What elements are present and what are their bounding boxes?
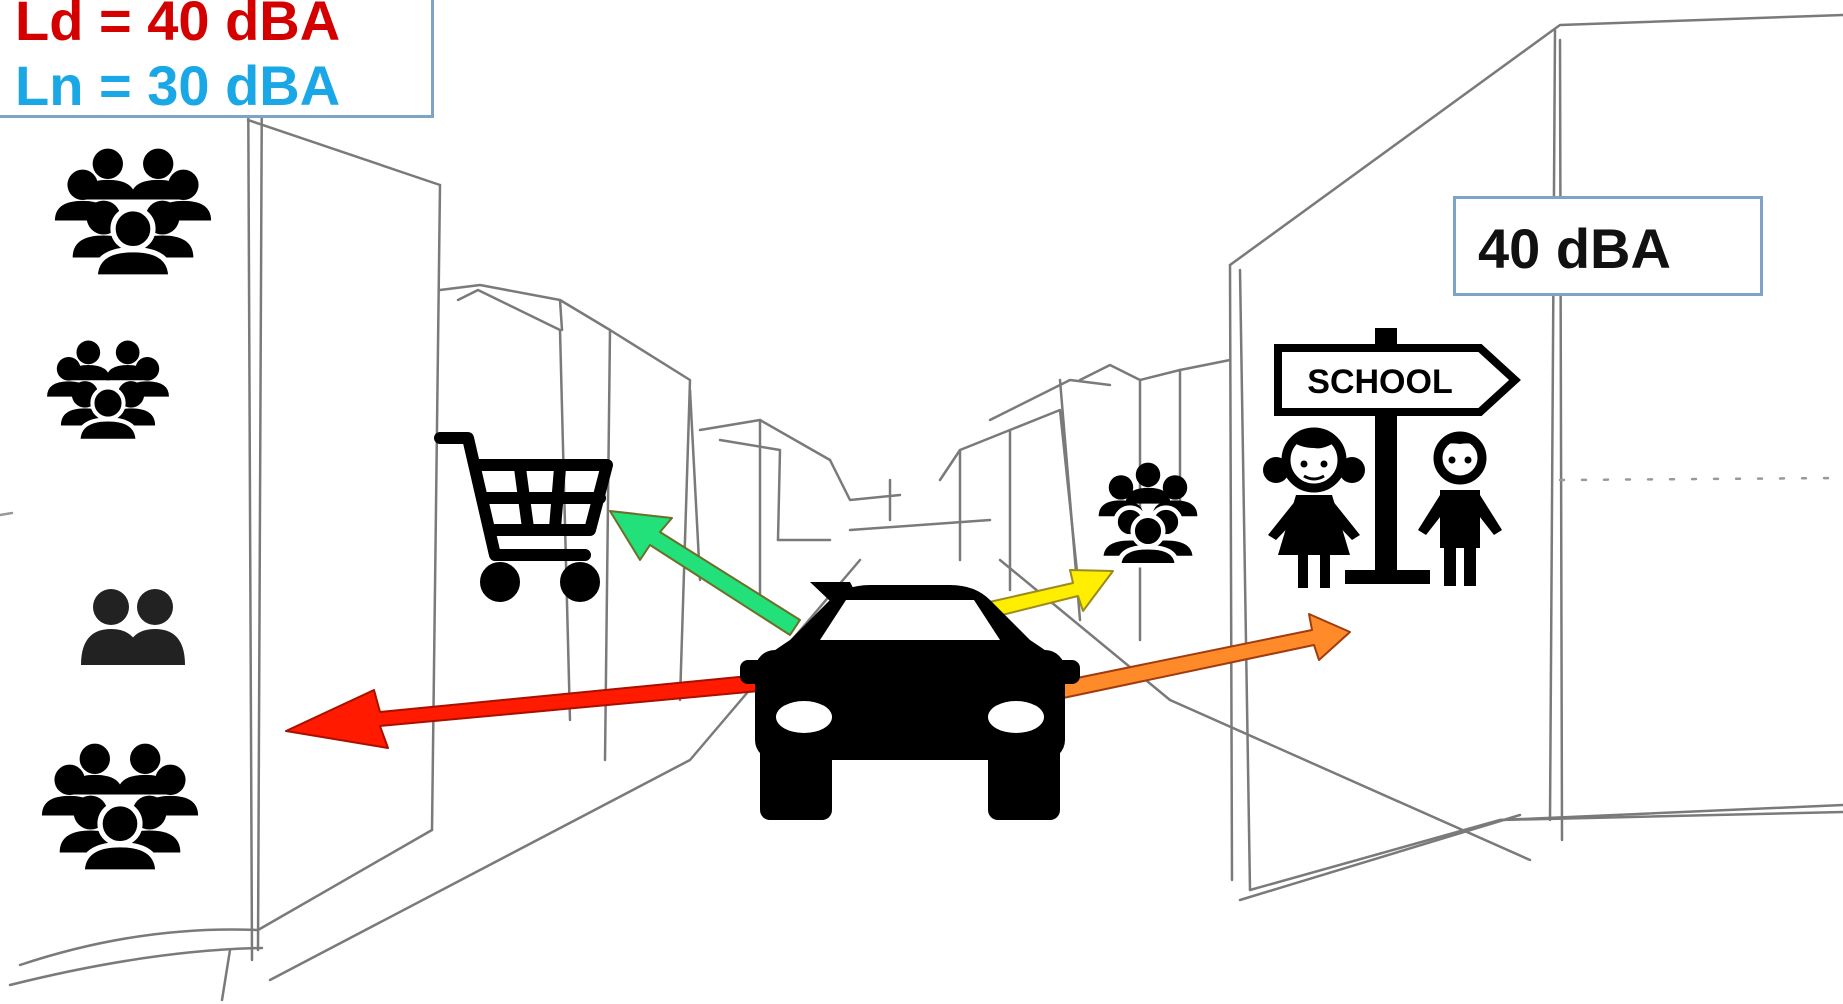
people-group-icon (42, 744, 198, 872)
noise-limits-box: Ld = 40 dBA Ln = 30 dBA (0, 0, 434, 118)
people-group-icon (1099, 463, 1198, 566)
people-group-icon (55, 149, 211, 277)
school-sign-label: SCHOOL (1307, 363, 1452, 401)
girl-icon (1263, 430, 1365, 588)
school-level-box: 40 dBA (1453, 196, 1763, 296)
school-level-label: 40 dBA (1478, 221, 1671, 277)
night-limit-label: Ln = 30 dBA (15, 58, 340, 114)
people-group-icon (47, 341, 169, 441)
green-arrow (610, 511, 800, 635)
orange-arrow (1028, 614, 1350, 705)
yellow-arrow (985, 570, 1113, 618)
two-people-icon (81, 589, 185, 665)
boy-icon (1418, 436, 1502, 587)
red-arrow (286, 674, 770, 748)
street-sketch (0, 15, 1843, 1000)
day-limit-label: Ld = 40 dBA (15, 0, 340, 49)
shopping-cart-icon (440, 438, 607, 596)
school-sign: SCHOOL (1263, 328, 1515, 588)
